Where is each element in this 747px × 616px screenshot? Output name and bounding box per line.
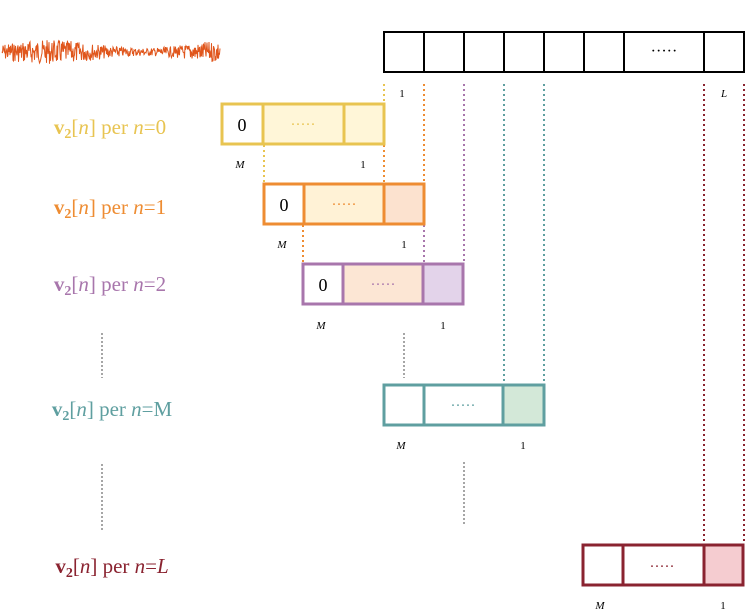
buffer-cell-last bbox=[503, 386, 543, 424]
label-left: M bbox=[395, 440, 406, 452]
row-nM: v2[n] per n=M ····· M 1 bbox=[52, 383, 546, 452]
row-label: v2[n] per n=0 bbox=[54, 115, 166, 142]
top-array: ····· 1 L bbox=[383, 31, 745, 100]
row-label: v2[n] per n=M bbox=[52, 397, 173, 424]
label-right: 1 bbox=[720, 600, 726, 612]
signal-waveform bbox=[1, 39, 221, 65]
buffer-cell-zero-label: 0 bbox=[280, 195, 289, 215]
buffer-dots: ····· bbox=[291, 117, 316, 133]
label-left: M bbox=[276, 239, 287, 251]
buffer-cell-zero-label: 0 bbox=[319, 275, 328, 295]
buffer-cell-last bbox=[704, 546, 742, 584]
top-array-dots: ····· bbox=[651, 43, 678, 60]
label-left: M bbox=[315, 320, 326, 332]
label-left: M bbox=[594, 600, 605, 612]
label-left: M bbox=[234, 159, 245, 171]
label-right: 1 bbox=[440, 320, 446, 332]
buffer-cell-last bbox=[423, 265, 462, 303]
buffer-cell-zero-label: 0 bbox=[238, 115, 247, 135]
top-array-label-last: L bbox=[720, 88, 727, 100]
buffer-cell-zero bbox=[265, 185, 304, 223]
buffer-cell-last bbox=[384, 185, 423, 223]
label-right: 1 bbox=[401, 239, 407, 251]
row-n2: v2[n] per n=2 0 ····· M 1 bbox=[54, 262, 465, 332]
row-label: v2[n] per n=1 bbox=[54, 195, 166, 222]
buffer-dots: ····· bbox=[371, 277, 396, 293]
connector-lines bbox=[101, 84, 745, 544]
label-right: 1 bbox=[360, 159, 366, 171]
row-nL: v2[n] per n=L ····· M 1 bbox=[55, 543, 745, 612]
buffer-dots: ····· bbox=[332, 197, 357, 213]
row-n0: v2[n] per n=0 0 ····· M 1 bbox=[54, 102, 386, 171]
buffer-cell-zero bbox=[223, 105, 264, 143]
row-n1: v2[n] per n=1 0 ····· M 1 bbox=[54, 182, 426, 251]
buffer-cell-zero bbox=[304, 265, 343, 303]
row-label: v2[n] per n=L bbox=[55, 554, 168, 581]
row-label: v2[n] per n=2 bbox=[54, 272, 166, 299]
top-array-frame bbox=[383, 31, 745, 73]
buffer-dots: ····· bbox=[650, 559, 675, 575]
top-array-label-first: 1 bbox=[399, 88, 405, 100]
label-right: 1 bbox=[520, 440, 526, 452]
buffer-dots: ····· bbox=[451, 398, 476, 414]
signal-trace bbox=[1, 39, 221, 65]
